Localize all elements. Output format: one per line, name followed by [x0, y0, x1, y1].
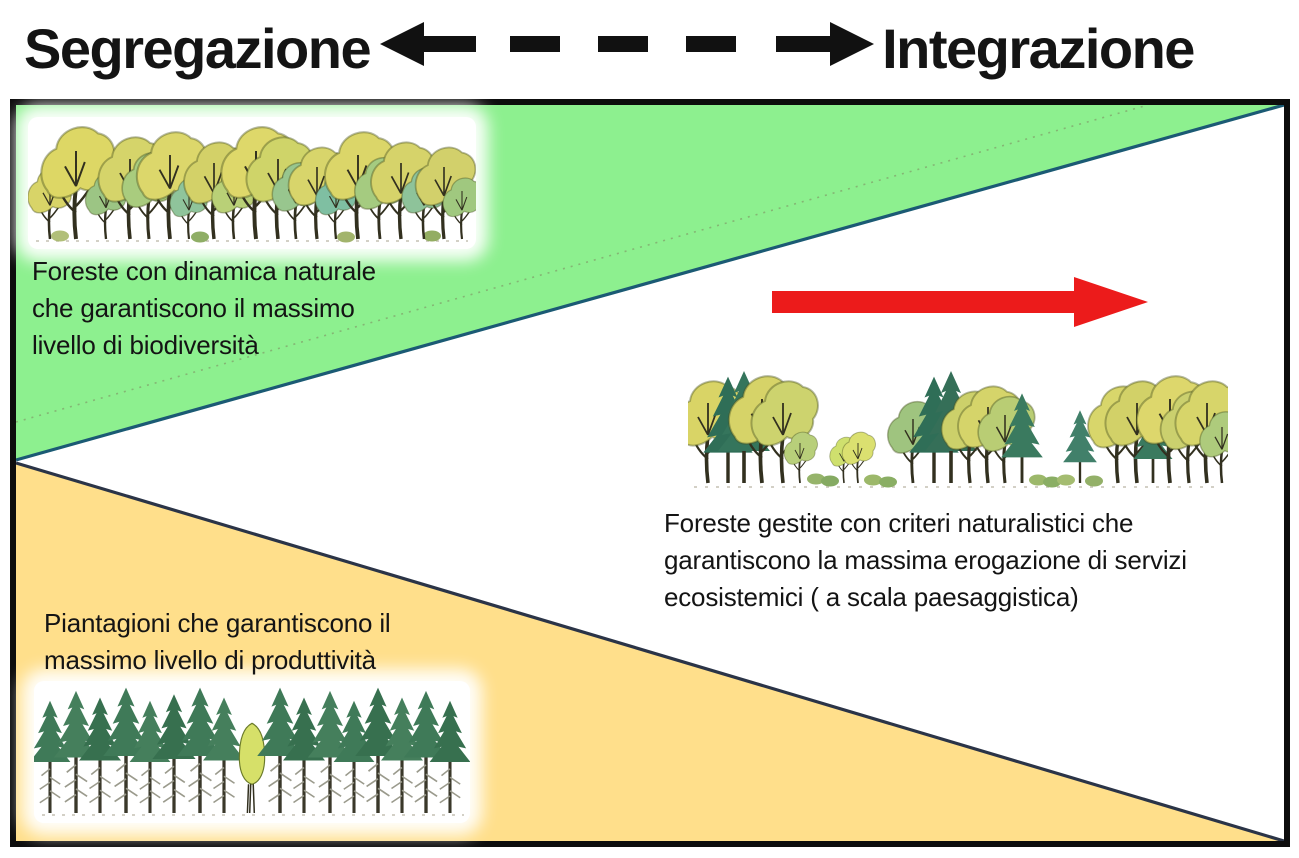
integrazione-label: Integrazione	[882, 17, 1195, 80]
green-zone-caption: Foreste con dinamica naturale che garant…	[32, 256, 376, 360]
natural-forest-illustration	[28, 117, 476, 249]
white-zone-caption: Foreste gestite con criteri naturalistic…	[664, 508, 1187, 612]
yellow-zone-edge-line	[16, 461, 1284, 841]
diagram-box: Foreste con dinamica naturale che garant…	[10, 99, 1290, 847]
segregazione-label: Segregazione	[24, 17, 372, 80]
header-row: Segregazione Integrazione	[0, 0, 1299, 98]
yellow-zone-caption: Piantagioni che garantiscono il massimo …	[44, 608, 391, 675]
dashed-double-arrow-icon	[378, 13, 876, 80]
managed-forest-illustration	[688, 341, 1228, 496]
green-zone-edge-line	[16, 105, 1284, 462]
red-arrow-icon	[772, 277, 1148, 327]
plantation-illustration	[34, 681, 470, 823]
